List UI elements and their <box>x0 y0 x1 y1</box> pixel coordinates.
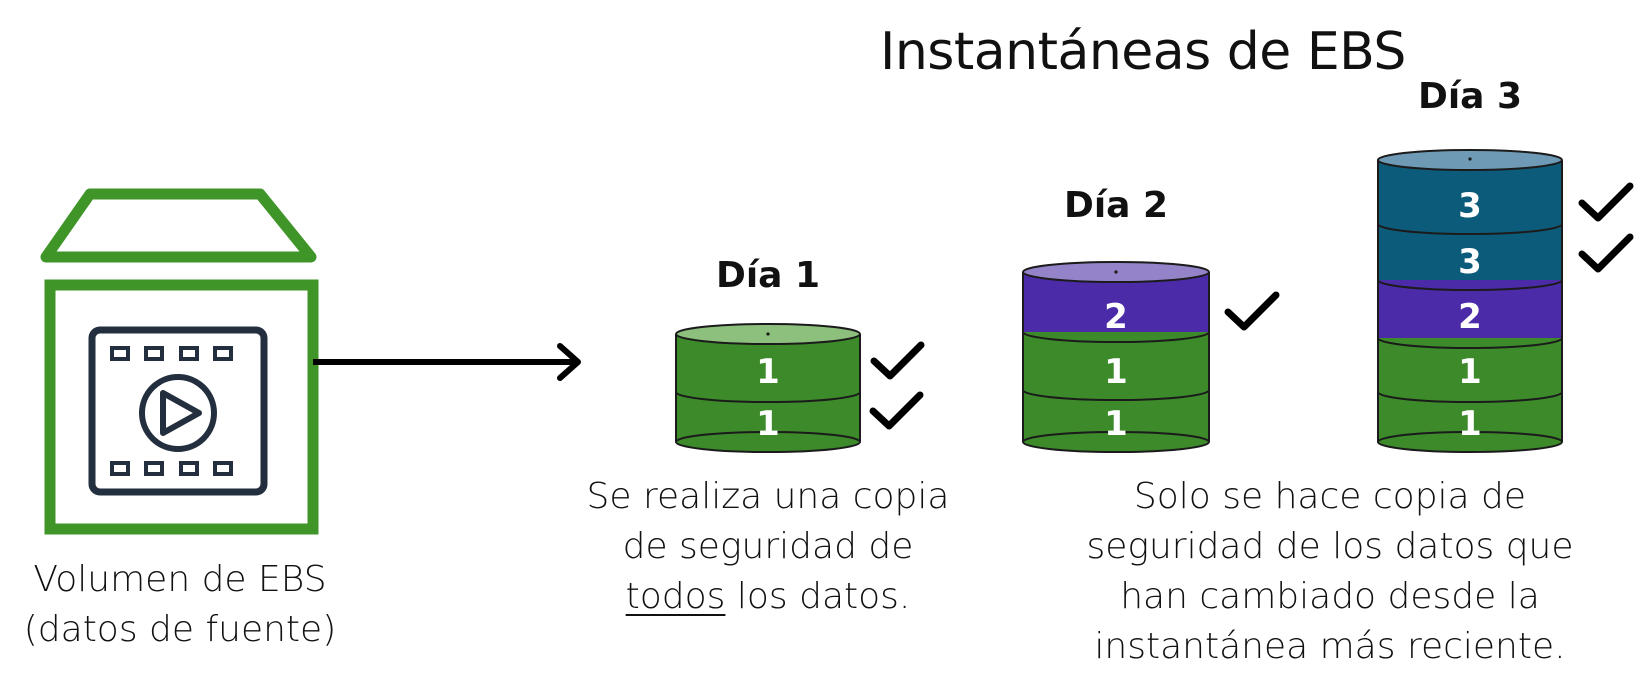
caption-text: los datos. <box>725 576 911 617</box>
block-label: 2 <box>1458 297 1482 337</box>
source-label-line: Volumen de EBS <box>33 559 327 600</box>
day1-stack: 1 1 <box>675 323 861 453</box>
day3-stack: 3 3 2 1 1 <box>1377 149 1563 453</box>
block-label: 1 <box>1104 352 1128 392</box>
source-label-line: (datos de fuente) <box>23 609 337 650</box>
block-label: 1 <box>1458 404 1482 444</box>
day2-stack: 2 1 1 <box>1022 261 1210 453</box>
block-label: 1 <box>756 404 780 444</box>
block-label: 3 <box>1458 242 1482 282</box>
check-icon <box>870 341 925 380</box>
check-icon <box>869 391 924 430</box>
caption-line: han cambiado desde la <box>1120 576 1540 617</box>
block-label: 1 <box>756 352 780 392</box>
arrow-right-icon <box>313 343 581 381</box>
caption-line: de seguridad de <box>622 526 914 567</box>
full-backup-caption: Se realiza una copia de seguridad de tod… <box>578 472 958 622</box>
caption-line: instantánea más reciente. <box>1094 626 1566 667</box>
day-label: Día 2 <box>1063 185 1169 226</box>
caption-line: todos los datos. <box>578 572 958 622</box>
check-icon <box>1224 291 1280 331</box>
block-label: 1 <box>1458 352 1482 392</box>
block-label: 1 <box>1104 404 1128 444</box>
check-icon <box>1578 233 1634 273</box>
block-label: 2 <box>1104 297 1128 337</box>
day-label: Día 1 <box>715 255 821 296</box>
incremental-backup-caption: Solo se hace copia de seguridad de los d… <box>1060 472 1600 672</box>
source-volume-label: Volumen de EBS (datos de fuente) <box>0 555 360 655</box>
diagram-title: Instantáneas de EBS <box>880 22 1406 82</box>
underlined-word: todos <box>625 576 726 617</box>
caption-line: Solo se hace copia de <box>1133 476 1527 517</box>
ebs-volume-icon <box>40 188 319 535</box>
check-icon <box>1578 182 1634 222</box>
caption-line: seguridad de los datos que <box>1086 526 1574 567</box>
caption-line: Se realiza una copia <box>586 476 950 517</box>
block-label: 3 <box>1458 186 1482 226</box>
film-icon <box>88 326 268 496</box>
day-label: Día 3 <box>1417 76 1523 117</box>
